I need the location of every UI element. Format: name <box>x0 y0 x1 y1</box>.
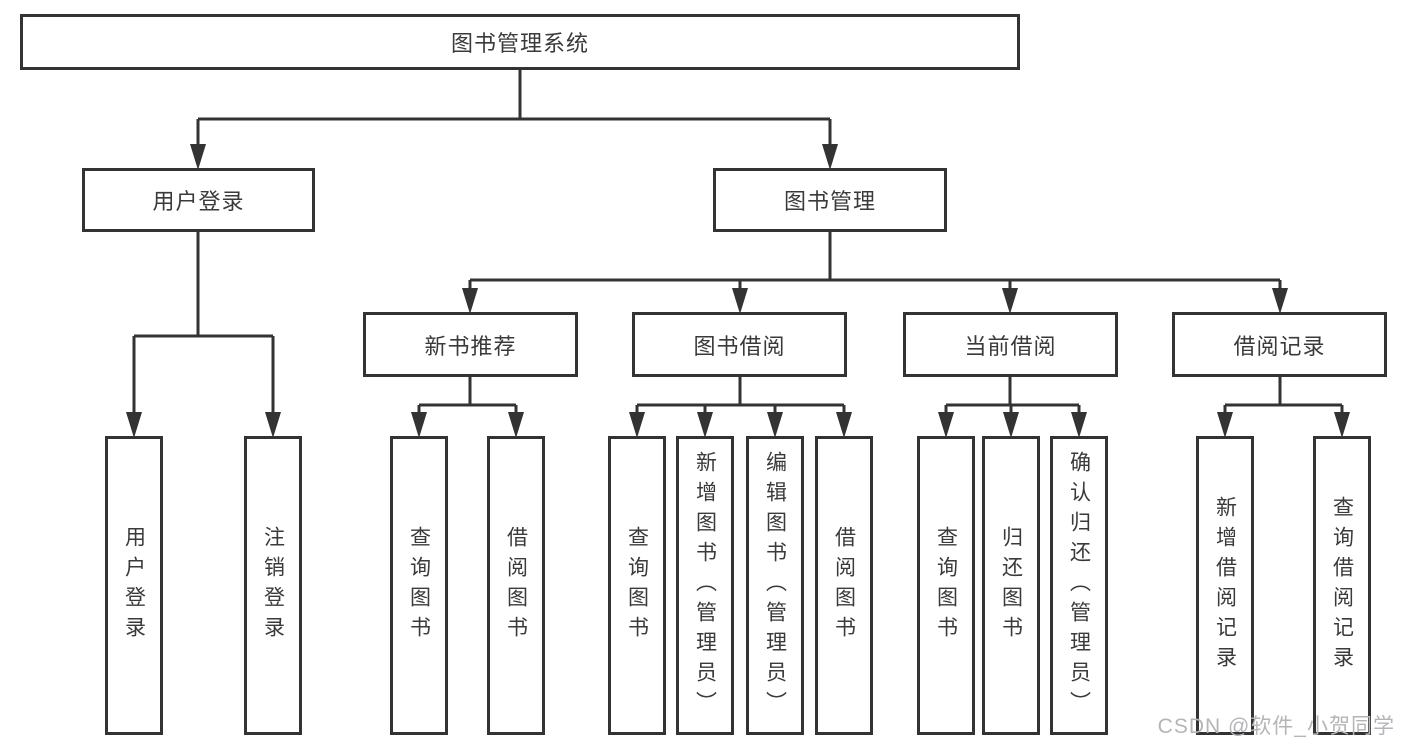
leaf-return-books-label: 归还图书 <box>999 525 1023 646</box>
node-new-book-recommend: 新书推荐 <box>363 312 578 377</box>
leaf-query-books-current: 查询图书 <box>917 436 975 735</box>
edge-user-login-to-leaves <box>126 232 281 438</box>
leaf-query-books-borrowing-label: 查询图书 <box>625 525 649 646</box>
edge-book-borrowing-to-leaves <box>629 377 852 438</box>
leaf-borrow-books-recommend-label: 借阅图书 <box>504 525 528 646</box>
node-book-management: 图书管理 <box>713 168 947 232</box>
leaf-add-borrow-record: 新增借阅记录 <box>1196 436 1254 735</box>
leaf-query-borrow-record-label: 查询借阅记录 <box>1330 495 1354 676</box>
leaf-user-login: 用户登录 <box>105 436 163 735</box>
edge-borrow-records-to-leaves <box>1217 377 1350 438</box>
leaf-user-login-label: 用户登录 <box>122 525 146 646</box>
leaf-query-books-borrowing: 查询图书 <box>608 436 666 735</box>
edge-current-borrowing-to-leaves <box>938 377 1087 438</box>
leaf-add-book-admin: 新增图书（管理员） <box>676 436 734 735</box>
leaf-add-book-admin-label: 新增图书（管理员） <box>693 450 717 721</box>
node-current-borrowing: 当前借阅 <box>903 312 1118 377</box>
leaf-edit-book-admin-label: 编辑图书（管理员） <box>763 450 787 721</box>
leaf-borrow-books-label: 借阅图书 <box>832 525 856 646</box>
leaf-query-books-current-label: 查询图书 <box>934 525 958 646</box>
leaf-query-books-recommend: 查询图书 <box>390 436 448 735</box>
leaf-query-books-recommend-label: 查询图书 <box>407 525 431 646</box>
node-root: 图书管理系统 <box>20 14 1020 70</box>
leaf-borrow-books-recommend: 借阅图书 <box>487 436 545 735</box>
edge-book-management-to-level3 <box>462 232 1288 314</box>
node-book-borrowing: 图书借阅 <box>632 312 847 377</box>
leaf-confirm-return-admin-label: 确认归还（管理员） <box>1067 450 1091 721</box>
node-borrow-records: 借阅记录 <box>1172 312 1387 377</box>
leaf-borrow-books: 借阅图书 <box>815 436 873 735</box>
leaf-logout: 注销登录 <box>244 436 302 735</box>
node-user-login: 用户登录 <box>82 168 315 232</box>
edge-new-book-recommend-to-leaves <box>411 377 524 438</box>
leaf-logout-label: 注销登录 <box>261 525 285 646</box>
leaf-return-books: 归还图书 <box>982 436 1040 735</box>
leaf-add-borrow-record-label: 新增借阅记录 <box>1213 495 1237 676</box>
leaf-query-borrow-record: 查询借阅记录 <box>1313 436 1371 735</box>
leaf-confirm-return-admin: 确认归还（管理员） <box>1050 436 1108 735</box>
edge-root-to-level2 <box>190 70 838 170</box>
leaf-edit-book-admin: 编辑图书（管理员） <box>746 436 804 735</box>
